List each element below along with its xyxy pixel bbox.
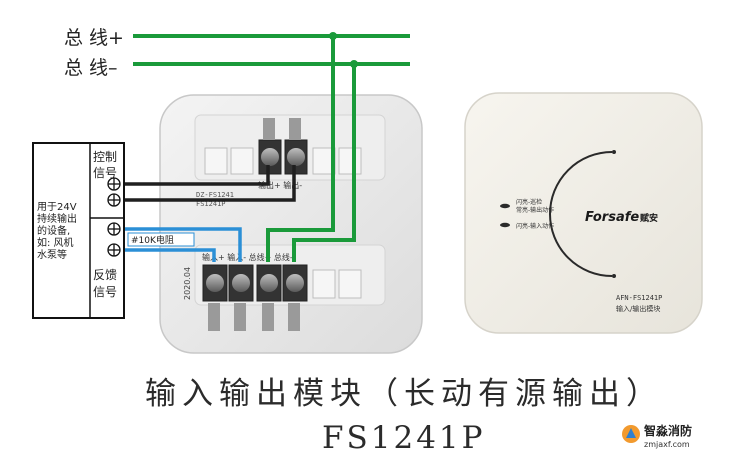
- svg-text:用于24V: 用于24V: [37, 202, 77, 213]
- base-module: DZ-FS1241 FS1241P 输出+ 输出- 输入+ 输入- 总线+ 总线…: [159, 94, 423, 354]
- feedback-signal-line1: 反馈: [93, 268, 117, 282]
- date-code: 2020.04: [183, 267, 192, 300]
- svg-text:水泵等: 水泵等: [37, 248, 67, 261]
- bus-minus-label: 总 线–: [64, 57, 118, 79]
- resistor-label: #10K电阻: [131, 234, 174, 246]
- control-wire-1: [124, 165, 270, 186]
- device-description: 用于24V 持续输出 的设备, 如: 风机 水泵等: [37, 202, 77, 261]
- bus-wires: [133, 32, 410, 262]
- bottom-terminals: [202, 264, 362, 331]
- front-arc: [549, 151, 613, 277]
- front-name: 输入/输出模块: [616, 304, 660, 313]
- resistor-wire-1: [124, 227, 242, 262]
- front-model: AFN-FS1241P: [616, 294, 662, 302]
- svg-text:的设备,: 的设备,: [37, 224, 70, 237]
- bus-plus-label: 总 线+: [64, 27, 124, 49]
- svg-text:持续输出: 持续输出: [37, 212, 77, 225]
- screw-icon: [206, 274, 224, 292]
- feedback-signal-line2: 信号: [93, 285, 117, 299]
- led-1-icon: [500, 203, 510, 209]
- led-1-text-a: 闪亮-巡检: [516, 198, 542, 206]
- led-2-icon: [500, 222, 510, 228]
- brand-name: Forsafe: [585, 210, 639, 225]
- resistor-wire-2: [124, 248, 216, 262]
- bus-minus-drop: [292, 64, 356, 262]
- screw-icon: [232, 274, 250, 292]
- watermark-url: zmjaxf.com: [644, 440, 690, 449]
- control-wires: [124, 165, 296, 202]
- caption-model: FS1241P: [322, 420, 486, 456]
- brand-cn: 赋安: [640, 212, 658, 224]
- device-box: 控制 信号 反馈 信号 用于24V 持续输出 的设备, 如: 风机 水泵等: [32, 142, 125, 319]
- front-module: 闪亮-巡检 常亮-输出动作 闪亮-输入动作 Forsafe 赋安 AFN-FS1…: [464, 92, 703, 334]
- caption-title: 输入输出模块（长动有源输出）: [145, 376, 663, 412]
- control-signal-line1: 控制: [93, 150, 117, 164]
- led-1-text-b: 常亮-输出动作: [516, 206, 554, 214]
- front-plate: [464, 92, 703, 334]
- feedback-wires: [124, 227, 242, 262]
- base-small-label-2: FS1241P: [196, 200, 226, 208]
- screw-icon: [286, 274, 304, 292]
- base-small-label-1: DZ-FS1241: [196, 191, 234, 199]
- screw-icon: [260, 274, 278, 292]
- screw-icon: [287, 148, 305, 166]
- top-terminal-labels: 输出+ 输出-: [258, 180, 302, 190]
- watermark: 智淼消防 zmjaxf.com: [622, 423, 692, 449]
- screw-icon: [261, 148, 279, 166]
- control-wire-2: [124, 165, 296, 202]
- svg-text:如: 风机: 如: 风机: [37, 236, 74, 249]
- led-2-text: 闪亮-输入动作: [516, 222, 554, 230]
- watermark-name: 智淼消防: [643, 423, 692, 438]
- control-signal-line2: 信号: [93, 166, 117, 180]
- terminal-symbols: [107, 177, 121, 257]
- bus-plus-drop: [266, 36, 335, 262]
- resistor-label-box: [127, 232, 195, 247]
- bottom-terminal-labels: 输入+ 输入- 总线+ 总线-: [202, 252, 293, 262]
